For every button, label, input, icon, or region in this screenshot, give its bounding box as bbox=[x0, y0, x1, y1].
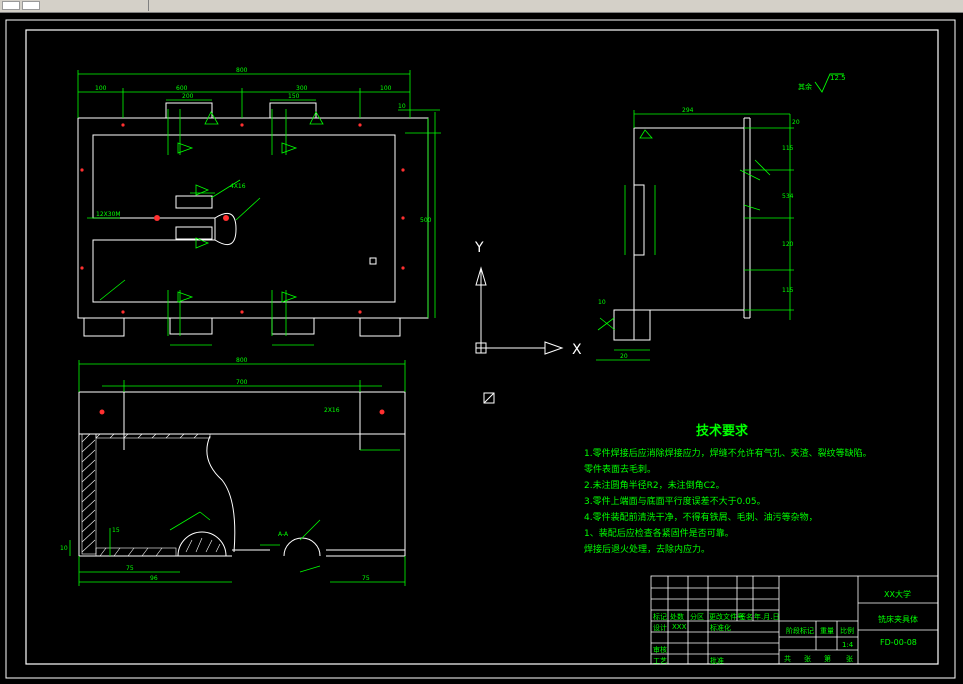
dim-segment-2: 600 bbox=[176, 85, 188, 92]
side-dim-r4: 120 bbox=[782, 241, 794, 248]
tech-line-6: 1、装配后应检查各紧固件是否可靠。 bbox=[584, 529, 734, 539]
top-view-dimensions bbox=[77, 70, 441, 346]
side-dim-r3: 534 bbox=[782, 193, 794, 200]
tech-lines: 1.零件焊接后应消除焊接应力，焊缝不允许有气孔、夹渣、裂纹等缺陷。 零件表面去毛… bbox=[584, 446, 872, 558]
header-cell-6: 年.月.日 bbox=[754, 613, 780, 621]
side-dim-s2: 20 bbox=[620, 353, 628, 360]
side-view-dimensions bbox=[596, 110, 794, 361]
dim-overall-width: 800 bbox=[236, 67, 248, 74]
file-icon[interactable] bbox=[2, 1, 20, 10]
header-cell-5: 签名 bbox=[739, 613, 753, 621]
drawing-canvas[interactable]: 800 100 600 300 100 200 150 10 500 12X30… bbox=[0, 13, 963, 684]
front-dim-right: 75 bbox=[362, 575, 370, 582]
part-name: 铣床夹具体 bbox=[878, 615, 918, 624]
front-view-hatch bbox=[81, 433, 221, 557]
std-label: 标准化 bbox=[710, 624, 731, 632]
front-view-centers bbox=[99, 409, 385, 415]
tech-line-5: 4.零件装配前清洗干净，不得有铁屑、毛刺、油污等杂物， bbox=[584, 513, 818, 523]
axis-x-label: X bbox=[572, 342, 582, 358]
axis-y-label: Y bbox=[474, 240, 484, 256]
side-dim-top: 294 bbox=[682, 107, 694, 114]
front-view-dimensions bbox=[69, 360, 406, 586]
school-name: XX大学 bbox=[884, 590, 911, 599]
front-dim-v1: 10 bbox=[60, 545, 68, 552]
toolbar-separator bbox=[148, 0, 149, 11]
header-cell-2: 处数 bbox=[670, 613, 684, 621]
sheet-word-3: 第 bbox=[824, 655, 831, 663]
row-label-design: 设计 bbox=[653, 624, 667, 632]
sheet-word-1: 共 bbox=[784, 655, 791, 663]
dim-segment-3: 300 bbox=[296, 85, 308, 92]
roughness-value: 12.5 bbox=[830, 74, 846, 82]
dim-right-1: 10 bbox=[398, 103, 406, 110]
dim-small-2: 150 bbox=[288, 93, 300, 100]
top-toolbar bbox=[0, 0, 963, 13]
tech-line-3: 2.未注圆角半径R2，未注倒角C2。 bbox=[584, 481, 725, 491]
stage-label: 阶段标记 bbox=[786, 627, 814, 635]
sheet-word-4: 张 bbox=[846, 655, 853, 663]
ucs-labels: Y X bbox=[474, 240, 582, 358]
doc-icon[interactable] bbox=[22, 1, 40, 10]
front-hole-note: 2X16 bbox=[324, 407, 340, 414]
scale-label: 比例 bbox=[840, 627, 854, 635]
header-cell-1: 标记 bbox=[653, 613, 667, 621]
front-dim-middle: 96 bbox=[150, 575, 158, 582]
side-dim-r5: 115 bbox=[782, 287, 794, 294]
front-dim-left: 75 bbox=[126, 565, 134, 572]
top-view-dimension-text: 800 100 600 300 100 200 150 10 500 12X30… bbox=[95, 67, 432, 224]
row-label-review: 审核 bbox=[653, 646, 667, 654]
dim-segment-4: 100 bbox=[380, 85, 392, 92]
ucs-axis-icon bbox=[475, 266, 564, 404]
header-cell-4: 更改文件号 bbox=[709, 613, 744, 621]
dim-segment-1: 100 bbox=[95, 85, 107, 92]
dim-small-1: 200 bbox=[182, 93, 194, 100]
tech-line-7: 焊接后退火处理，去除内应力。 bbox=[584, 545, 711, 555]
side-dim-r1: 20 bbox=[792, 119, 800, 126]
weight-label: 重量 bbox=[820, 627, 834, 635]
side-dim-s1: 10 bbox=[598, 299, 606, 306]
tech-title: 技术要求 bbox=[696, 424, 749, 439]
front-dim-inner: 700 bbox=[236, 379, 248, 386]
designer-name: XXX bbox=[672, 623, 687, 631]
tech-line-1: 1.零件焊接后应消除焊接应力，焊缝不允许有气孔、夹渣、裂纹等缺陷。 bbox=[584, 449, 872, 459]
top-view-centers bbox=[80, 123, 405, 314]
side-view-dimension-text: 294 20 115 534 120 115 10 20 其余 12.5 bbox=[598, 74, 846, 360]
approve-label: 批准 bbox=[710, 657, 724, 665]
hole-note: 12X30M bbox=[96, 211, 121, 218]
scale-value: 1:4 bbox=[842, 641, 854, 649]
slot-note: 4X16 bbox=[230, 183, 246, 190]
side-dim-r2: 115 bbox=[782, 145, 794, 152]
front-view-dimension-text: 800 700 2X16 75 96 75 10 15 A-A bbox=[60, 357, 370, 582]
tech-line-4: 3.零件上端面与底面平行度误差不大于0.05。 bbox=[584, 497, 766, 507]
header-cell-3: 分区 bbox=[690, 613, 704, 621]
row-label-process: 工艺 bbox=[653, 657, 667, 665]
section-note: A-A bbox=[278, 531, 289, 538]
sheet-outer-border bbox=[5, 19, 956, 679]
sheet-word-2: 张 bbox=[804, 655, 811, 663]
tech-line-2: 零件表面去毛刺。 bbox=[584, 465, 657, 475]
front-dim-overall: 800 bbox=[236, 357, 248, 364]
roughness-symbol bbox=[814, 73, 844, 93]
title-block[interactable] bbox=[650, 575, 939, 665]
roughness-label: 其余 bbox=[798, 82, 812, 91]
dim-right-2: 500 bbox=[420, 217, 432, 224]
drawing-number: FD-00-08 bbox=[880, 638, 917, 647]
front-dim-v2: 15 bbox=[112, 527, 120, 534]
sheet-inner-border bbox=[25, 29, 939, 665]
